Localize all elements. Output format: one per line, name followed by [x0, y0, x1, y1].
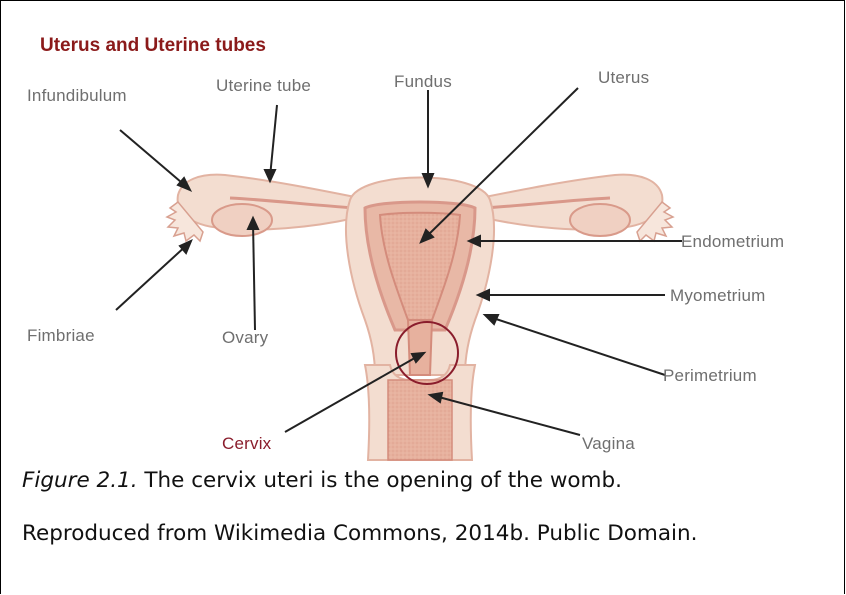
- label-myometrium: Myometrium: [670, 286, 766, 306]
- label-infundibulum: Infundibulum: [27, 86, 127, 106]
- uterus-diagram: Uterus and Uterine tubes: [20, 30, 820, 465]
- left-ovary: [212, 204, 272, 236]
- label-fimbriae: Fimbriae: [27, 326, 95, 346]
- label-perimetrium: Perimetrium: [663, 366, 757, 386]
- arrow-perimetrium: [490, 317, 665, 375]
- label-uterus: Uterus: [598, 68, 649, 88]
- figure-text: The cervix uteri is the opening of the w…: [138, 468, 622, 493]
- label-uterine-tube: Uterine tube: [216, 76, 311, 96]
- right-ovary: [570, 204, 630, 236]
- arrow-fimbriae: [116, 244, 188, 310]
- label-vagina: Vagina: [582, 434, 635, 454]
- figure-source: Reproduced from Wikimedia Commons, 2014b…: [22, 521, 698, 546]
- figure-label: Figure 2.1.: [22, 468, 138, 493]
- label-fundus: Fundus: [394, 72, 452, 92]
- arrow-ovary: [253, 222, 255, 330]
- figure-caption: Figure 2.1. The cervix uteri is the open…: [22, 468, 622, 493]
- label-ovary: Ovary: [222, 328, 268, 348]
- cervix-canal: [408, 320, 432, 375]
- label-endometrium: Endometrium: [681, 232, 784, 252]
- arrow-infundibulum: [120, 130, 188, 188]
- label-cervix: Cervix: [222, 434, 271, 454]
- arrow-uterine-tube: [270, 105, 277, 177]
